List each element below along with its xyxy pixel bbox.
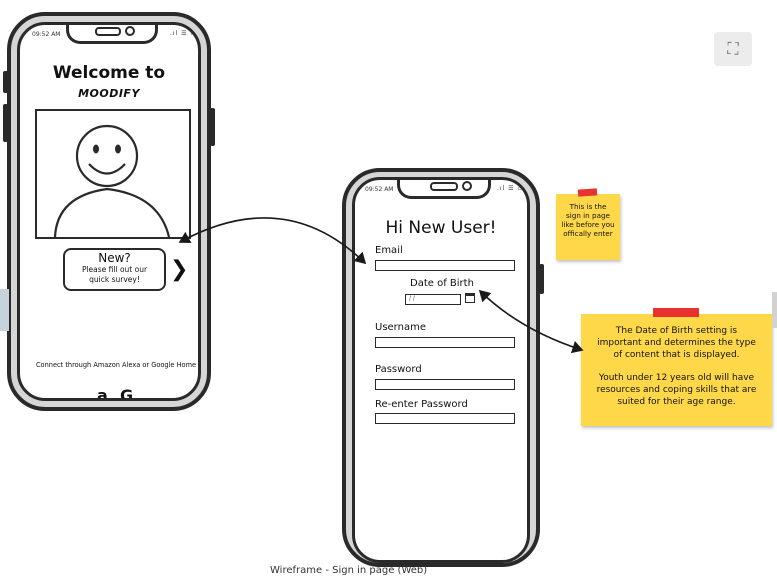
phone-notch: [397, 180, 491, 199]
reenter-password-label: Re-enter Password: [375, 399, 468, 410]
amazon-logo-icon[interactable]: a: [97, 386, 108, 401]
side-button: [210, 108, 215, 146]
google-logo-icon[interactable]: G: [120, 386, 134, 401]
dob-label: Date of Birth: [410, 278, 474, 289]
avatar-image: [35, 109, 191, 239]
calendar-icon[interactable]: [465, 293, 475, 303]
password-label: Password: [375, 364, 422, 375]
username-label: Username: [375, 322, 426, 333]
fullscreen-button[interactable]: ⛶: [714, 32, 752, 66]
survey-card[interactable]: New? Please fill out our quick survey!: [63, 248, 166, 291]
dob-field[interactable]: / /: [405, 294, 461, 305]
side-button: [539, 264, 544, 294]
email-label: Email: [375, 245, 403, 256]
password-field[interactable]: [375, 379, 515, 390]
speaker: [95, 27, 121, 36]
survey-title: New?: [98, 251, 131, 265]
side-button: [3, 104, 8, 142]
side-button: [3, 71, 8, 93]
arrow-survey-to-email: [178, 217, 367, 265]
connect-text: Connect through Amazon Alexa or Google H…: [35, 361, 197, 369]
tape-strip: [653, 308, 699, 317]
caption-text: Wireframe - Sign in page (Web): [270, 565, 428, 576]
arrow-dob-to-note: [478, 289, 584, 354]
signal-icon: .ıl ☰ ▭: [497, 185, 525, 192]
phone-frame-welcome: 09:52 AM .ıl ☰ ▭ Welcome to MOODIFY New?…: [3, 12, 215, 411]
speaker: [430, 182, 458, 191]
phone-screen-welcome: 09:52 AM .ıl ☰ ▭ Welcome to MOODIFY New?…: [17, 22, 201, 401]
camera: [462, 181, 472, 191]
survey-line: Please fill out our: [81, 265, 148, 274]
status-time: 09:52 AM: [32, 31, 61, 38]
brand-name: MOODIFY: [78, 87, 140, 100]
survey-line: quick survey!: [89, 275, 140, 284]
welcome-title: Welcome to: [52, 63, 166, 83]
smiley-person-icon: [53, 124, 171, 238]
right-edge-panel: [772, 292, 777, 328]
note-text: The Date of Birth setting is important a…: [596, 326, 757, 407]
page-title: Hi New User!: [385, 218, 497, 238]
note-text: This is the sign in page like before you…: [561, 202, 615, 238]
status-time: 09:52 AM: [365, 186, 394, 193]
phone-notch: [66, 25, 158, 44]
signal-icon: .ıl ☰ ▭: [170, 30, 198, 37]
sticky-note-small: This is the sign in page like before you…: [556, 194, 620, 260]
sticky-note-large: The Date of Birth setting is important a…: [581, 314, 772, 426]
reenter-password-field[interactable]: [375, 413, 515, 424]
camera: [125, 26, 135, 36]
phone-frame-signup: 09:52 AM .ıl ☰ ▭ Hi New User! Email Date…: [342, 168, 544, 567]
expand-icon: ⛶: [727, 39, 739, 58]
email-field[interactable]: [375, 260, 515, 271]
left-edge-panel: [0, 289, 9, 331]
phone-screen-signup: 09:52 AM .ıl ☰ ▭ Hi New User! Email Date…: [352, 177, 530, 563]
